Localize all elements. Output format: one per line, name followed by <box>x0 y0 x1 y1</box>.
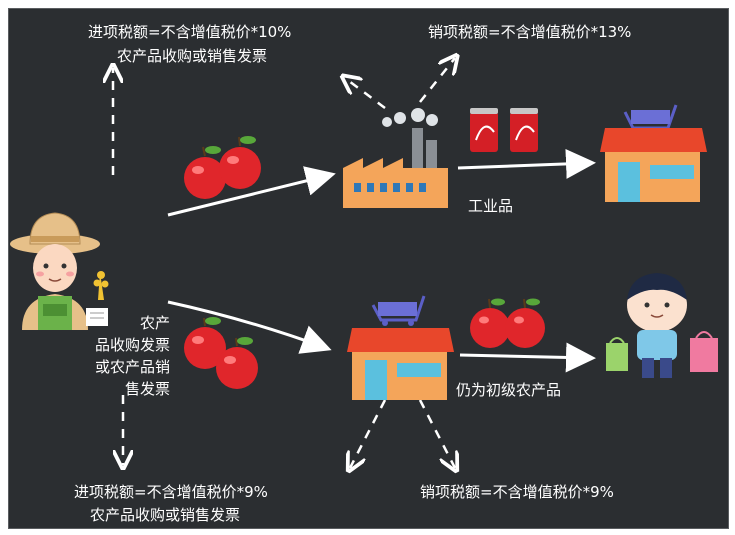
dashed-arrow-factory-right <box>419 58 455 103</box>
arrow-factory-to-shop <box>457 148 596 179</box>
arrow-farmer-to-shop <box>167 300 332 354</box>
shop-icon <box>600 104 707 202</box>
dashed-arrows <box>113 58 455 468</box>
factory-icon <box>343 108 448 208</box>
apple-icon <box>184 317 258 389</box>
bottom-right-formula: 销项税额=不含增值税价*9% <box>420 483 614 501</box>
dashed-arrow-shop-left <box>350 399 387 468</box>
arrow-farmer-to-factory <box>167 166 336 217</box>
shop-icon <box>347 295 454 400</box>
top-left-invoice-type: 农产品收购或销售发票 <box>117 47 268 65</box>
dashed-arrow-shop-right <box>418 399 455 468</box>
primary-product-label: 仍为初级农产品 <box>456 381 562 399</box>
farmer-invoice-label: 农产 品收购发票 或农产品销 售发票 <box>94 314 170 398</box>
farmer-icon <box>10 212 109 330</box>
dashed-arrow-factory-left <box>345 78 386 109</box>
bottom-left-invoice-type: 农产品收购或销售发票 <box>90 506 241 524</box>
industrial-product-label: 工业品 <box>468 197 514 215</box>
cans-icon <box>470 108 538 152</box>
top-right-formula: 销项税额=不含增值税价*13% <box>428 23 632 41</box>
bottom-left-formula: 进项税额=不含增值税价*9% <box>74 483 268 501</box>
apple-icon <box>470 298 545 348</box>
arrow-shop-to-customer <box>459 342 596 373</box>
apple-icon <box>184 136 261 199</box>
top-left-formula: 进项税额=不含增值税价*10% <box>88 23 292 41</box>
shopping-customer-icon <box>606 273 718 378</box>
solid-arrows <box>167 148 596 373</box>
